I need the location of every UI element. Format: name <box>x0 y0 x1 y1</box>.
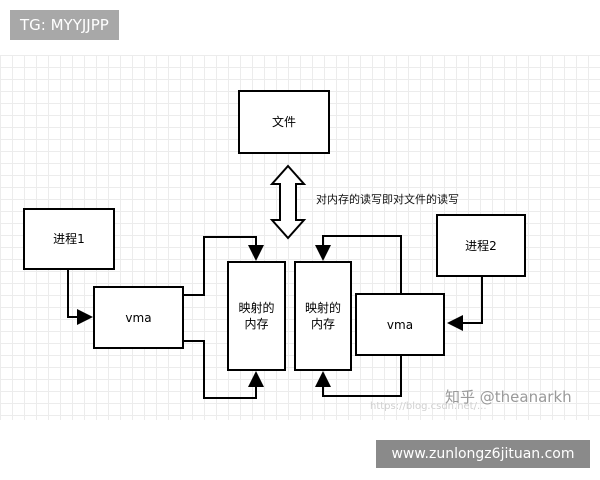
vma-left-box: vma <box>93 286 184 349</box>
vma-left-to-memory-bottom-arrow <box>184 340 264 399</box>
site-url-label: www.zunlongz6jituan.com <box>376 440 590 468</box>
vma-right-label: vma <box>386 317 414 332</box>
process1-label: 进程1 <box>53 232 85 246</box>
zhihu-watermark: 知乎 @theanarkh <box>445 388 572 406</box>
vma-right-to-memory-bottom-arrow <box>315 356 402 397</box>
mapped-memory-left-line2: 内存 <box>244 317 269 331</box>
vma-right-to-memory-top-arrow <box>315 235 402 293</box>
tg-label: TG: MYYJJPP <box>10 10 119 40</box>
vma-left-to-memory-top-arrow <box>184 236 264 296</box>
mapped-memory-right-line1: 映射的 <box>304 301 341 315</box>
process1-box: 进程1 <box>23 208 115 270</box>
mapped-memory-left-line1: 映射的 <box>238 301 275 315</box>
blog-watermark: https://blog.csdn.net/... <box>370 401 487 412</box>
vma-left-label: vma <box>125 310 152 325</box>
mapped-memory-right-line2: 内存 <box>310 317 335 331</box>
process2-to-vma-arrow <box>447 277 483 331</box>
mapped-memory-left-box: 映射的 内存 <box>227 261 286 371</box>
process2-label: 进程2 <box>465 238 497 253</box>
vma-right-box: vma <box>355 293 445 356</box>
file-box-label: 文件 <box>271 115 296 129</box>
mapped-memory-right-label: 映射的 内存 <box>305 300 341 332</box>
arrow-caption: 对内存的读写即对文件的读写 <box>316 193 459 206</box>
mapped-memory-left-label: 映射的 内存 <box>238 300 274 332</box>
process1-to-vma-arrow <box>67 270 93 325</box>
file-box: 文件 <box>238 90 330 154</box>
mapped-memory-right-box: 映射的 内存 <box>294 261 352 371</box>
process2-box: 进程2 <box>436 214 526 277</box>
double-arrow-icon <box>269 164 307 240</box>
